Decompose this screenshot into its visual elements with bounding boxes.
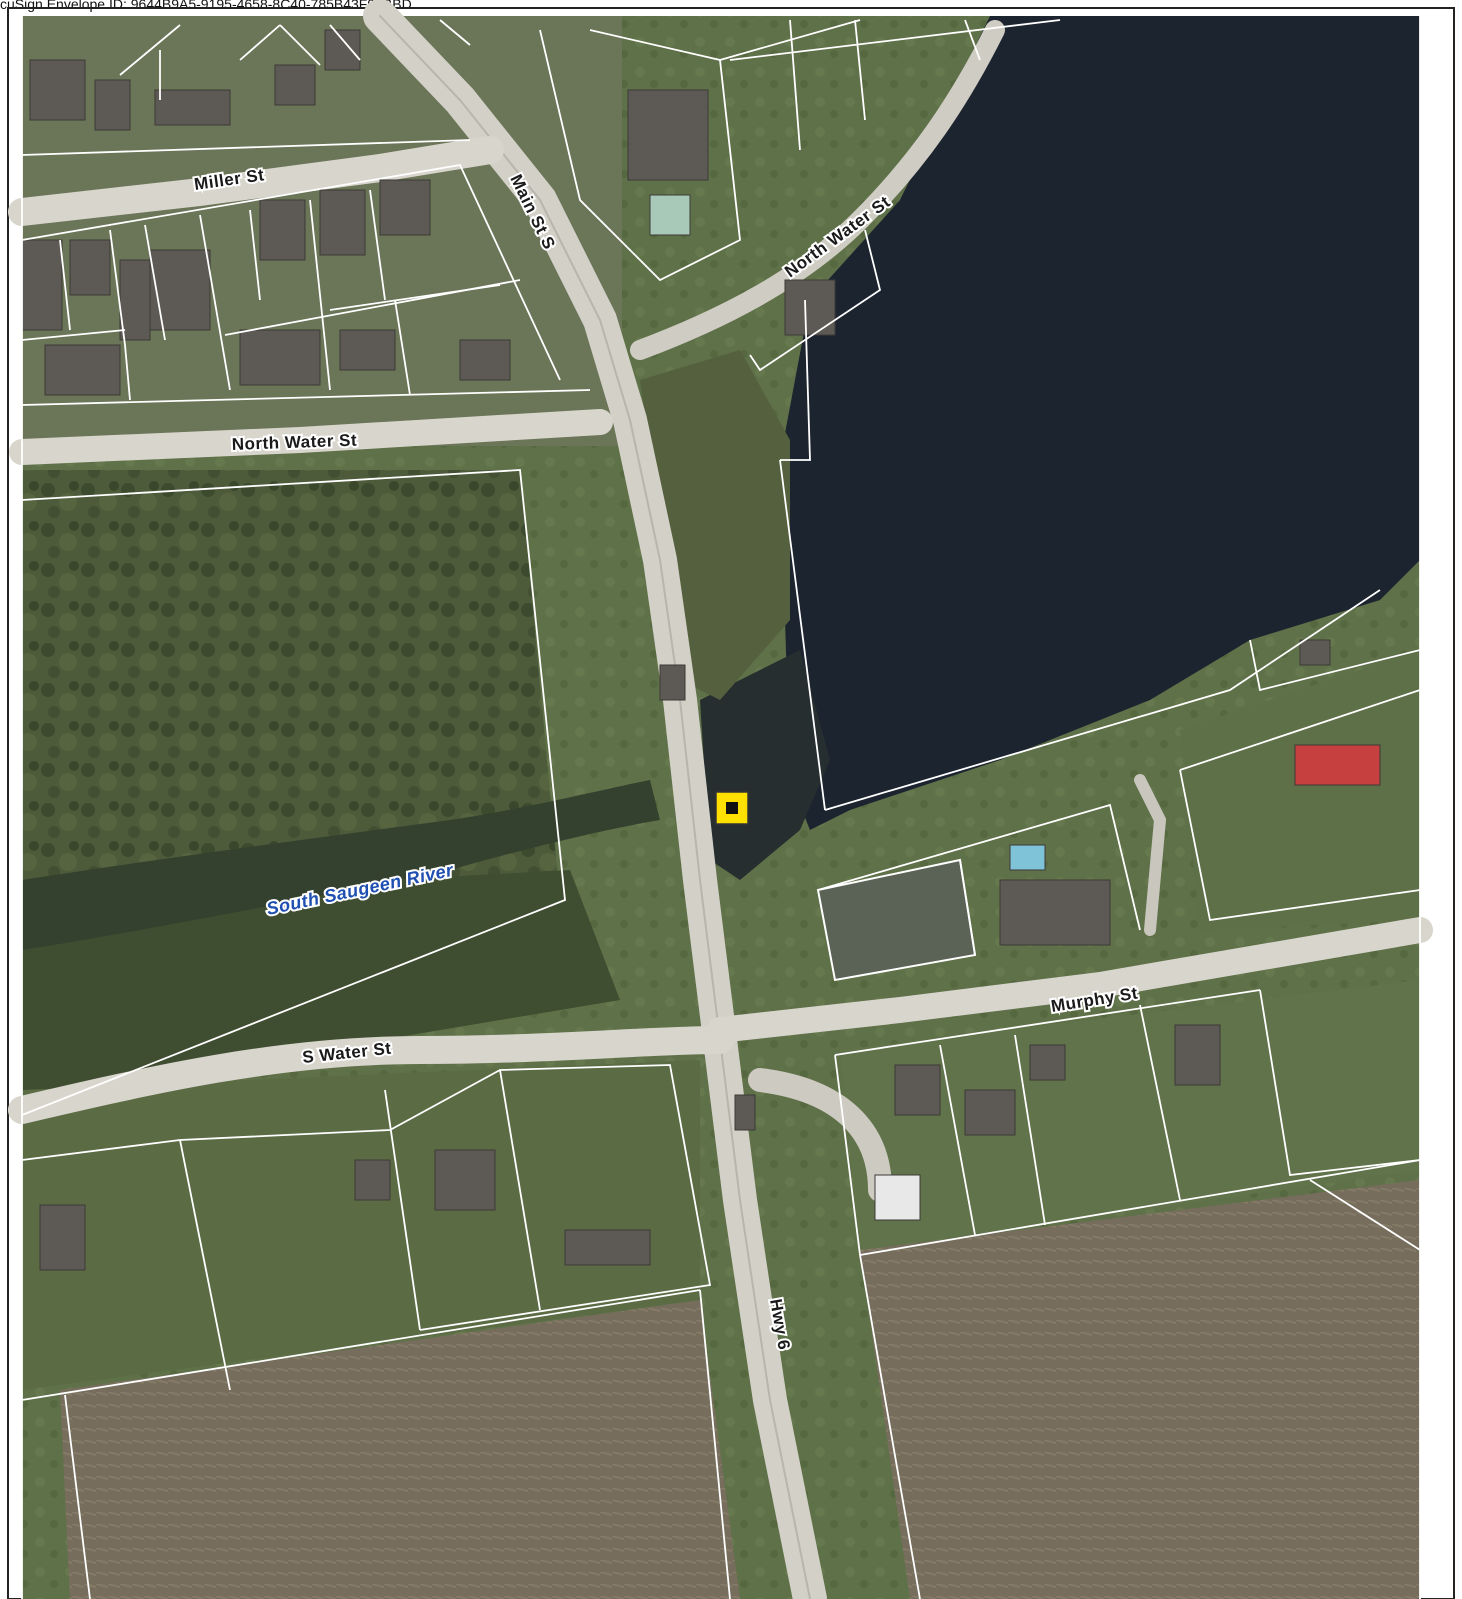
buildings bbox=[21, 29, 1381, 1271]
parcel-lines bbox=[21, 16, 1421, 1599]
roads bbox=[8, 0, 1433, 1599]
site-location-marker-icon[interactable] bbox=[715, 791, 749, 825]
map-outer-border bbox=[7, 7, 1455, 1599]
river bbox=[22, 780, 660, 950]
map-base bbox=[22, 16, 1420, 1599]
lake bbox=[780, 16, 1420, 830]
